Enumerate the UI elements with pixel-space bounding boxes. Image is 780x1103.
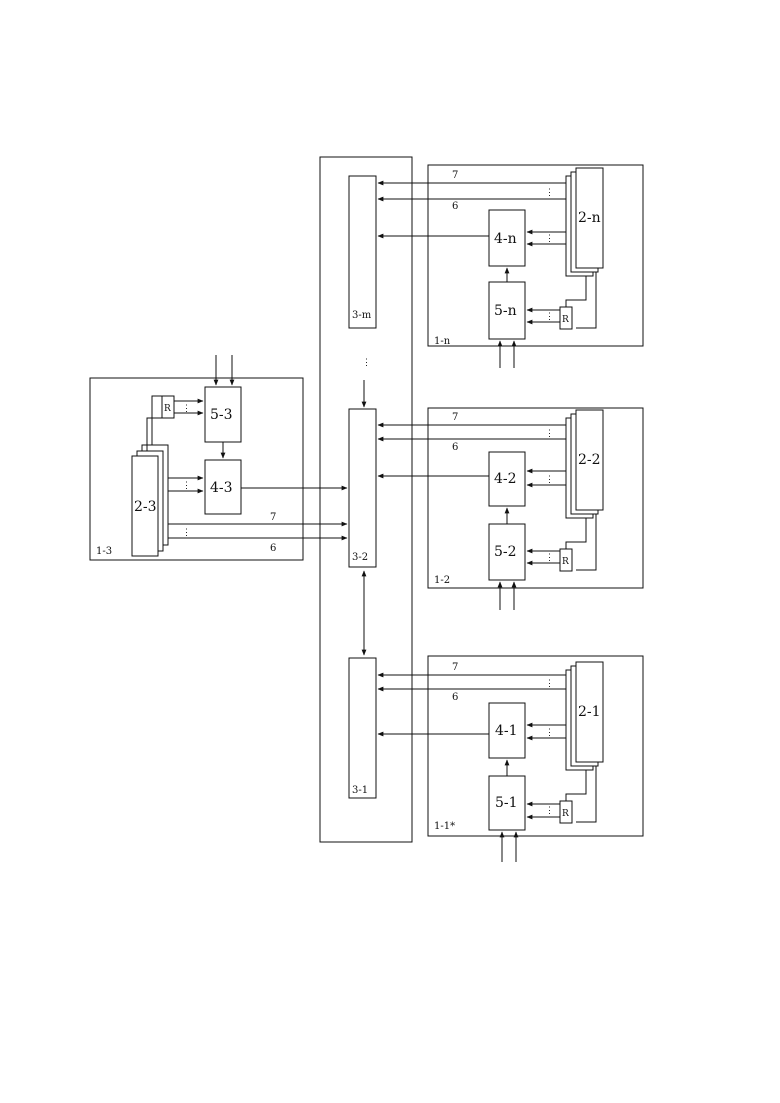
ctrl-43-label: 4-3 xyxy=(210,480,233,496)
resistor-11-label: R xyxy=(562,809,569,819)
group-11-label: 1-1* xyxy=(434,821,455,832)
group-13: 1-3 2-3 5-3 4-3 R ⋮ ⋮ 7 6 ⋮ xyxy=(90,355,347,560)
line6-13-label: 6 xyxy=(270,543,276,554)
block-3m xyxy=(349,176,376,328)
ctrl-41-label: 4-1 xyxy=(495,723,518,739)
resistor-1n-label: R xyxy=(562,315,569,325)
ellipsis-12-top: ⋮ xyxy=(545,429,554,439)
stack-2n-label: 2-n xyxy=(578,210,601,226)
src-53-label: 5-3 xyxy=(210,407,233,423)
stack-22-label: 2-2 xyxy=(578,452,601,468)
src-51-label: 5-1 xyxy=(495,795,518,811)
ellipsis-12-bot: ⋮ xyxy=(545,553,554,563)
block-3m-label: 3-m xyxy=(352,310,372,321)
src-5n-label: 5-n xyxy=(494,303,517,319)
ellipsis-13-top: ⋮ xyxy=(182,404,191,414)
line7-13-label: 7 xyxy=(270,512,276,523)
src-52-label: 5-2 xyxy=(494,544,517,560)
block-31-label: 3-1 xyxy=(352,785,368,796)
resistor-13-label: R xyxy=(164,404,171,414)
bus-ellipsis-top: ⋮ xyxy=(362,358,371,368)
ellipsis-11-mid: ⋮ xyxy=(545,728,554,738)
stack-21-label: 2-1 xyxy=(578,704,601,720)
ellipsis-1n-top: ⋮ xyxy=(545,188,554,198)
stack-23-label: 2-3 xyxy=(134,499,157,515)
group-12-label: 1-2 xyxy=(434,575,450,586)
resistor-12-label: R xyxy=(562,557,569,567)
group-11: 1-1* 2-1 4-1 5-1 R 7 6 ⋮ ⋮ ⋮ xyxy=(378,656,643,862)
line7-1n-label: 7 xyxy=(452,170,458,181)
group-11-frame xyxy=(428,656,643,836)
group-12: 1-2 2-2 4-2 5-2 R 7 6 ⋮ ⋮ ⋮ xyxy=(378,408,643,610)
ctrl-42-label: 4-2 xyxy=(494,471,517,487)
group-1n-frame xyxy=(428,165,643,346)
group-12-frame xyxy=(428,408,643,588)
line7-11-label: 7 xyxy=(452,662,458,673)
ellipsis-1n-mid: ⋮ xyxy=(545,234,554,244)
line6-1n-label: 6 xyxy=(452,201,458,212)
group-1n: 1-n 2-n 4-n 5-n R 7 6 ⋮ ⋮ ⋮ xyxy=(378,165,643,368)
group-1n-label: 1-n xyxy=(434,336,451,347)
block-32-label: 3-2 xyxy=(352,552,368,563)
ellipsis-11-bot: ⋮ xyxy=(545,806,554,816)
ellipsis-12-mid: ⋮ xyxy=(545,475,554,485)
ellipsis-13-bot: ⋮ xyxy=(182,528,191,538)
ellipsis-11-top: ⋮ xyxy=(545,679,554,689)
ctrl-4n-label: 4-n xyxy=(494,231,517,247)
group-13-frame xyxy=(90,378,303,560)
group-13-label: 1-3 xyxy=(96,546,112,557)
ellipsis-1n-bot: ⋮ xyxy=(545,312,554,322)
line7-12-label: 7 xyxy=(452,412,458,423)
line6-11-label: 6 xyxy=(452,692,458,703)
ellipsis-13-mid: ⋮ xyxy=(182,481,191,491)
line6-12-label: 6 xyxy=(452,442,458,453)
block-31 xyxy=(349,658,376,798)
block-32 xyxy=(349,409,376,567)
